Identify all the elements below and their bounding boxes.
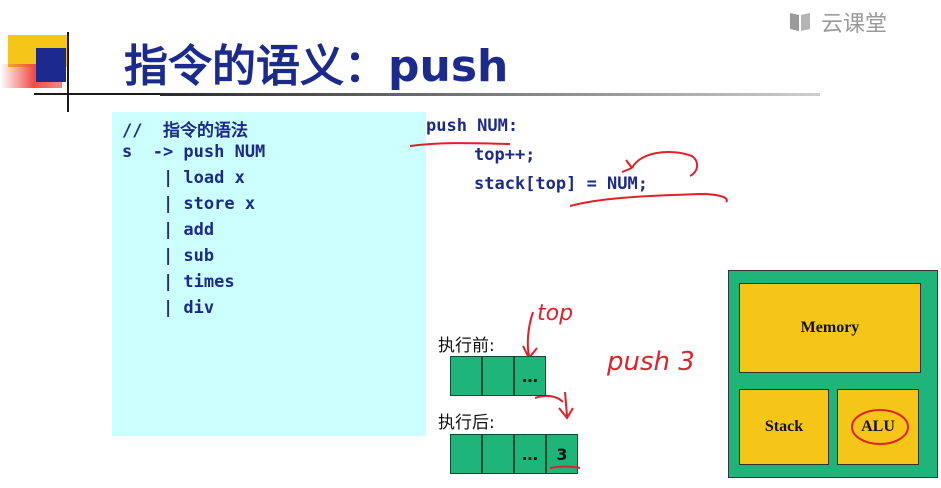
grammar-box: // 指令的语法 s -> push NUM | load x | store …	[112, 112, 426, 436]
grammar-line: | sub	[122, 246, 215, 266]
alu-circle-mark	[851, 409, 909, 445]
stack-cell-ellipsis: …	[514, 434, 546, 474]
decor-line-vertical	[67, 32, 69, 112]
grammar-line: | add	[122, 220, 215, 240]
stack-after: … 3	[450, 434, 578, 474]
stack-cell	[482, 434, 514, 474]
handwritten-annotations: top push 3	[522, 301, 695, 420]
stack-cell	[450, 434, 482, 474]
stack-before: …	[450, 356, 546, 396]
memory-unit: Memory	[739, 283, 921, 373]
semantics-line-3: stack[top] = NUM;	[474, 174, 648, 194]
grammar-line: | times	[122, 272, 235, 292]
stack-cell	[450, 356, 482, 396]
grammar-line: | div	[122, 298, 215, 318]
watermark: 云课堂	[787, 6, 887, 38]
after-label: 执行后:	[438, 413, 495, 433]
handwritten-marks	[409, 142, 728, 207]
value-underline	[549, 465, 581, 469]
grammar-line: | store x	[122, 194, 256, 214]
grammar-line: | load x	[122, 168, 245, 188]
decor-line-horizontal	[34, 93, 164, 95]
slide-title: 指令的语义：push	[124, 41, 509, 92]
top-annotation: top	[537, 301, 573, 326]
grammar-comment: // 指令的语法	[122, 121, 248, 141]
before-label: 执行前:	[438, 336, 495, 356]
semantics-line-2: top++;	[474, 145, 536, 165]
stack-unit: Stack	[739, 389, 829, 465]
machine-diagram: Memory Stack ALU	[728, 270, 938, 478]
semantics-line-1: push NUM:	[426, 116, 519, 136]
watermark-text: 云课堂	[820, 12, 887, 37]
title-underline	[160, 93, 820, 96]
decor-square-blue	[36, 48, 66, 82]
alu-unit: ALU	[837, 389, 919, 465]
stack-cell	[482, 356, 514, 396]
grammar-line: s -> push NUM	[122, 142, 266, 162]
stack-cell-ellipsis: …	[514, 356, 546, 396]
push-annotation: push 3	[606, 347, 695, 377]
book-icon	[789, 13, 810, 31]
